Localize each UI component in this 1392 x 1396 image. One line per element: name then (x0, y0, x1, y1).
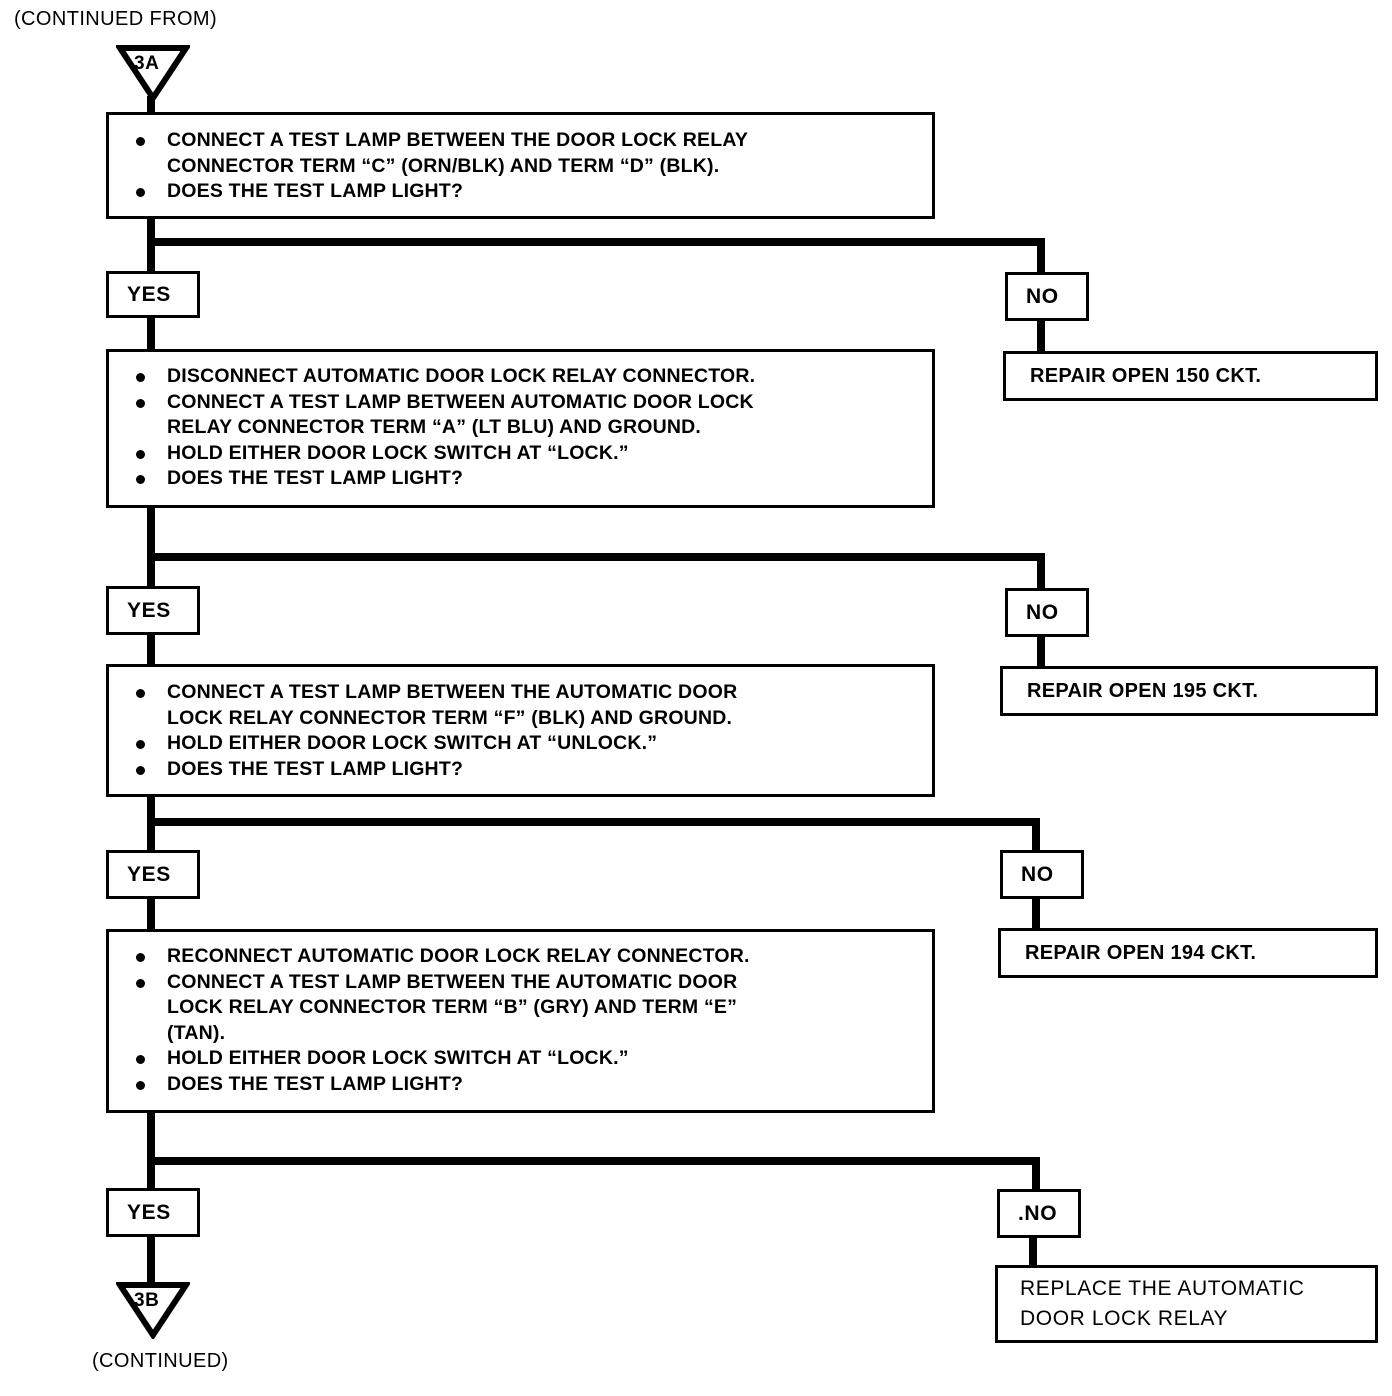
step-4-line-5: HOLD EITHER DOOR LOCK SWITCH AT “LOCK.” (109, 1046, 932, 1072)
step-1-no-result-box: REPAIR OPEN 150 CKT. (1003, 351, 1378, 401)
step-3-no-stem (1032, 899, 1040, 929)
step-4-line-3: LOCK RELAY CONNECTOR TERM “B” (GRY) AND … (167, 996, 738, 1018)
step-4-no-label: .NO (1018, 1201, 1058, 1225)
step-1-branch-bus (147, 238, 1045, 246)
step-3-yes-box: YES (106, 850, 200, 899)
step-1-no-label: NO (1026, 284, 1059, 308)
step-3-branch-bus (147, 818, 1040, 826)
step-2-line-5: DOES THE TEST LAMP LIGHT? (109, 466, 932, 492)
step-3-no-drop (1032, 818, 1040, 852)
entry-connector-triangle: 3A (116, 44, 190, 102)
exit-connector-label: 3B (134, 1290, 160, 1311)
step-2-branch-bus (147, 553, 1045, 561)
step-4-branch-bus (147, 1157, 1040, 1165)
step-2-line-2: CONNECT A TEST LAMP BETWEEN AUTOMATIC DO… (109, 390, 932, 416)
step-1-line-1: CONNECT A TEST LAMP BETWEEN THE DOOR LOC… (109, 128, 932, 154)
step-4-yes-label: YES (127, 1200, 171, 1224)
step-4-no-result-box: REPLACE THE AUTOMATIC DOOR LOCK RELAY (995, 1265, 1378, 1343)
step-3-no-label: NO (1021, 862, 1054, 886)
step-1-line-2: CONNECTOR TERM “C” (ORN/BLK) AND TERM “D… (167, 154, 720, 177)
step-2-no-drop (1037, 553, 1045, 588)
exit-connector-triangle: 3B (116, 1281, 190, 1339)
step-1-no-result-label: REPAIR OPEN 150 CKT. (1030, 364, 1262, 387)
step-4-yes-box: YES (106, 1188, 200, 1237)
continued-label: (CONTINUED) (92, 1350, 229, 1372)
step-2-box: DISCONNECT AUTOMATIC DOOR LOCK RELAY CON… (106, 349, 935, 508)
step-3-no-result-box: REPAIR OPEN 194 CKT. (998, 928, 1378, 978)
step-2-no-box: NO (1005, 588, 1089, 637)
step-1-yes-stem (147, 318, 155, 354)
step-2-no-result-box: REPAIR OPEN 195 CKT. (1000, 666, 1378, 716)
step-1-yes-box: YES (106, 271, 200, 318)
step-1-line-3: DOES THE TEST LAMP LIGHT? (109, 179, 932, 205)
step-4-line-1: RECONNECT AUTOMATIC DOOR LOCK RELAY CONN… (109, 944, 932, 970)
step-3-yes-stem (147, 899, 155, 931)
step-1-no-box: NO (1005, 272, 1089, 321)
step-3-line-2: LOCK RELAY CONNECTOR TERM “F” (BLK) AND … (167, 706, 733, 729)
step-2-no-stem (1037, 637, 1045, 667)
step-2-no-label: NO (1026, 600, 1059, 624)
step-3-line-4: DOES THE TEST LAMP LIGHT? (109, 757, 932, 783)
step-3-yes-label: YES (127, 862, 171, 886)
step-2-yes-label: YES (127, 598, 171, 622)
step-2-stem (147, 508, 155, 586)
step-2-no-result-label: REPAIR OPEN 195 CKT. (1027, 679, 1259, 702)
step-4-line-2: CONNECT A TEST LAMP BETWEEN THE AUTOMATI… (109, 970, 932, 996)
step-1-box: CONNECT A TEST LAMP BETWEEN THE DOOR LOC… (106, 112, 935, 219)
step-4-stem (147, 1113, 155, 1188)
step-4-yes-stem (147, 1237, 155, 1285)
step-4-no-result-line-2: DOOR LOCK RELAY (1020, 1307, 1229, 1330)
step-4-no-stem (1029, 1238, 1037, 1267)
step-4-line-6: DOES THE TEST LAMP LIGHT? (109, 1072, 932, 1098)
connector-3a-to-step1 (147, 96, 155, 114)
continued-from-label: (CONTINUED FROM) (14, 8, 218, 30)
step-3-line-1: CONNECT A TEST LAMP BETWEEN THE AUTOMATI… (109, 680, 932, 706)
step-4-line-4: (TAN). (167, 1021, 226, 1044)
step-1-no-drop (1037, 238, 1045, 272)
entry-connector-label: 3A (134, 53, 160, 74)
step-4-no-box: .NO (997, 1189, 1081, 1238)
step-4-no-result-line-1: REPLACE THE AUTOMATIC (1020, 1277, 1305, 1300)
step-2-line-3: RELAY CONNECTOR TERM “A” (LT BLU) AND GR… (167, 416, 702, 438)
step-1-no-stem (1037, 321, 1045, 351)
step-3-no-result-label: REPAIR OPEN 194 CKT. (1025, 941, 1257, 964)
step-4-no-drop (1032, 1157, 1040, 1190)
step-4-box: RECONNECT AUTOMATIC DOOR LOCK RELAY CONN… (106, 929, 935, 1113)
step-3-line-3: HOLD EITHER DOOR LOCK SWITCH AT “UNLOCK.… (109, 731, 932, 757)
step-3-no-box: NO (1000, 850, 1084, 899)
step-3-box: CONNECT A TEST LAMP BETWEEN THE AUTOMATI… (106, 664, 935, 797)
step-2-yes-stem (147, 635, 155, 668)
step-1-yes-label: YES (127, 282, 171, 306)
step-2-yes-box: YES (106, 586, 200, 635)
step-2-line-1: DISCONNECT AUTOMATIC DOOR LOCK RELAY CON… (109, 364, 932, 390)
step-2-line-4: HOLD EITHER DOOR LOCK SWITCH AT “LOCK.” (109, 441, 932, 467)
